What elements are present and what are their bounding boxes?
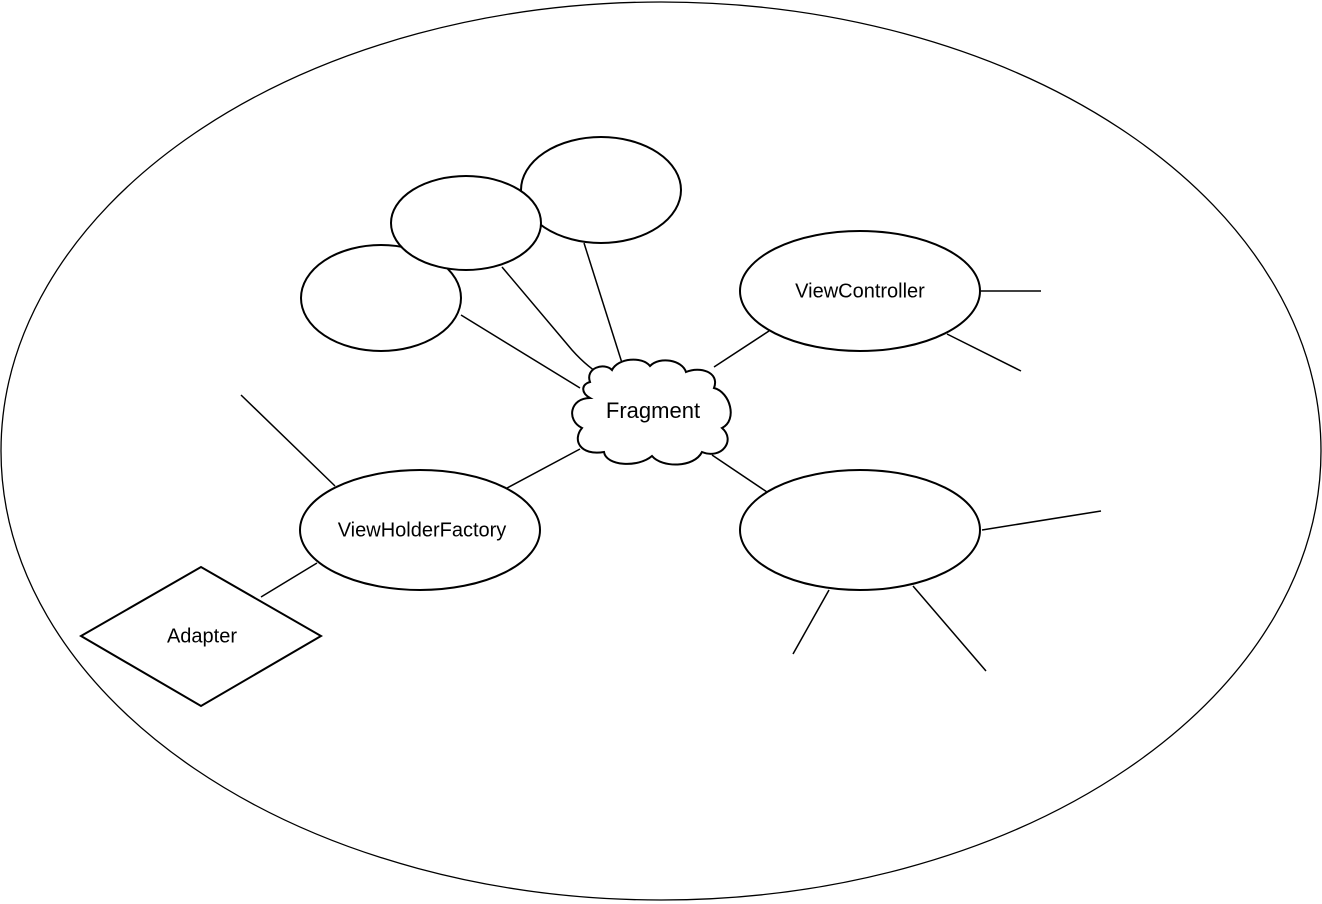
view-controller-node[interactable]: ViewController: [739, 230, 981, 352]
adapter-node[interactable]: Adapter: [79, 565, 323, 708]
adapter-label: Adapter: [167, 625, 237, 647]
connector: [792, 589, 830, 655]
connector: [912, 585, 987, 672]
view-holder-factory-label: ViewHolderFactory: [338, 519, 507, 541]
connector: [946, 333, 1022, 372]
connector: [460, 314, 581, 389]
connector: [583, 242, 623, 364]
connector: [711, 454, 768, 493]
connector: [713, 330, 770, 368]
unlabeled-ellipse[interactable]: [739, 469, 981, 591]
unlabeled-ellipse[interactable]: [300, 244, 462, 352]
connectors: [240, 242, 1102, 672]
connector: [981, 510, 1102, 531]
fragment-label: Fragment: [606, 398, 700, 423]
unlabeled-ellipse[interactable]: [390, 175, 542, 271]
connector: [240, 394, 336, 487]
connector: [260, 562, 318, 598]
connector: [506, 448, 581, 489]
view-controller-label: ViewController: [795, 280, 925, 302]
fragment-cloud-node[interactable]: Fragment: [571, 358, 732, 466]
view-holder-factory-node[interactable]: ViewHolderFactory: [299, 469, 541, 591]
unlabeled-ellipse[interactable]: [520, 136, 682, 244]
